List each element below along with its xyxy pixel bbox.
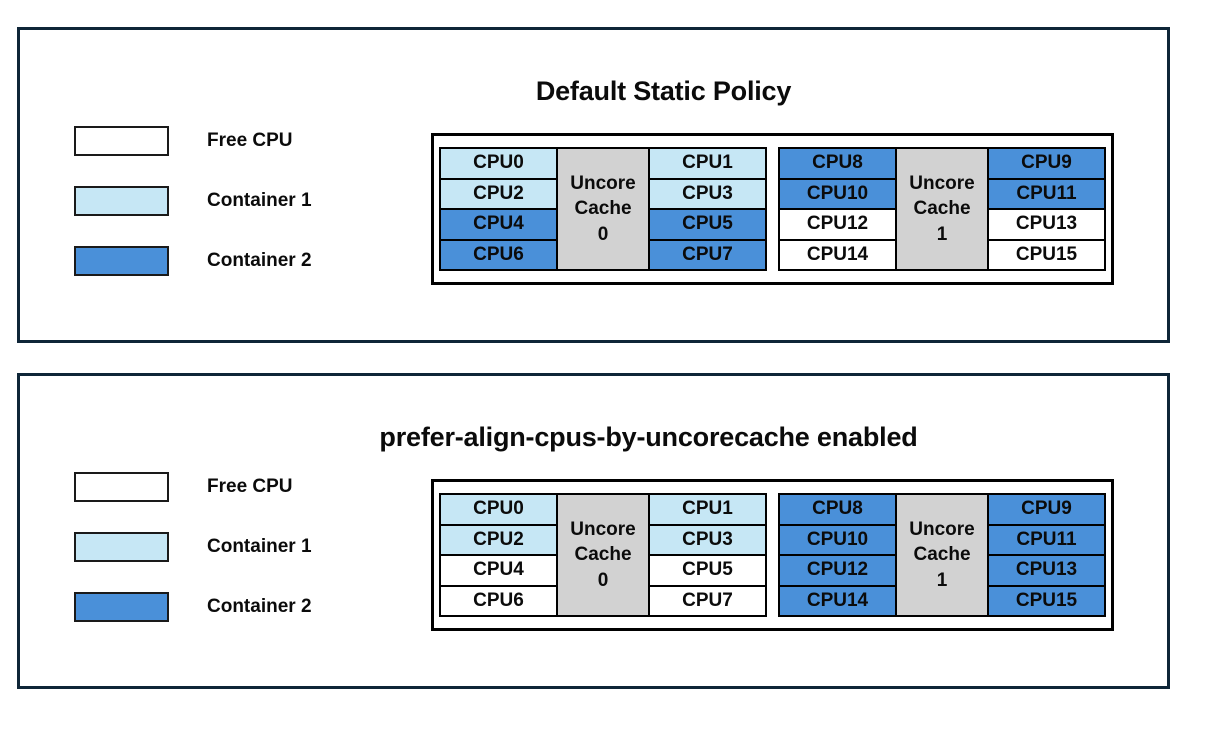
uncore-cache-line-1: Uncore xyxy=(570,173,636,195)
page-title: Default Static Policy xyxy=(535,76,792,106)
cpu-topology-grid: CPU0 CPU2 CPU4 CPU6 Uncore Cache 0 CPU1 … xyxy=(431,133,1114,285)
cpu-cell: CPU5 xyxy=(650,556,765,587)
cpu-cell: CPU3 xyxy=(650,525,765,556)
uncore-cache-index: 1 xyxy=(936,223,948,245)
cpu-cell: CPU8 xyxy=(780,495,895,526)
diagram-panel-default-static-policy: Default Static Policy Free CPU Container… xyxy=(17,27,1170,343)
cpu-cell: CPU1 xyxy=(650,495,765,526)
cpu-cell: CPU14 xyxy=(780,240,895,269)
cpu-cell: CPU3 xyxy=(650,179,765,210)
cpu-cell: CPU2 xyxy=(441,179,556,210)
cpu-column-left: CPU8 CPU10 CPU12 CPU14 xyxy=(780,495,895,615)
cpu-cell: CPU8 xyxy=(780,149,895,180)
cpu-cell: CPU1 xyxy=(650,149,765,180)
legend-swatch-free-cpu xyxy=(74,472,169,502)
cpu-column-left: CPU0 CPU2 CPU4 CPU6 xyxy=(441,149,556,269)
legend-item-free-cpu: Free CPU xyxy=(74,126,312,156)
uncore-cache-line-2: Cache xyxy=(574,544,632,566)
legend-swatch-container-1 xyxy=(74,186,169,216)
uncore-cache-index: 0 xyxy=(597,223,609,245)
uncore-cache-index: 0 xyxy=(597,569,609,591)
cpu-cell: CPU2 xyxy=(441,525,556,556)
cpu-cell: CPU6 xyxy=(441,586,556,615)
legend: Free CPU Container 1 Container 2 xyxy=(74,472,312,622)
legend-label-free-cpu: Free CPU xyxy=(207,130,293,151)
legend-label-container-2: Container 2 xyxy=(207,250,312,271)
cpu-column-right: CPU1 CPU3 CPU5 CPU7 xyxy=(650,149,765,269)
uncore-cache-line-2: Cache xyxy=(574,198,632,220)
uncore-cache-line-2: Cache xyxy=(913,198,971,220)
uncore-cache-block: Uncore Cache 0 xyxy=(556,149,650,269)
cpu-cell: CPU13 xyxy=(989,210,1104,241)
legend-label-container-1: Container 1 xyxy=(207,190,312,211)
page-title: prefer-align-cpus-by-uncorecache enabled xyxy=(379,422,918,452)
uncore-cache-line-1: Uncore xyxy=(909,519,975,541)
cpu-cell: CPU9 xyxy=(989,149,1104,180)
cpu-cell: CPU15 xyxy=(989,240,1104,269)
legend-swatch-container-2 xyxy=(74,592,169,622)
legend-item-container-1: Container 1 xyxy=(74,186,312,216)
cpu-cell: CPU11 xyxy=(989,525,1104,556)
diagram-panel-prefer-align-cpus-by-uncorecache: prefer-align-cpus-by-uncorecache enabled… xyxy=(17,373,1170,689)
cpu-cell: CPU5 xyxy=(650,210,765,241)
uncore-cache-line-1: Uncore xyxy=(909,173,975,195)
cpu-cell: CPU12 xyxy=(780,556,895,587)
cpu-column-right: CPU9 CPU11 CPU13 CPU15 xyxy=(989,495,1104,615)
cpu-cell: CPU7 xyxy=(650,586,765,615)
uncore-cache-line-1: Uncore xyxy=(570,519,636,541)
uncore-cache-line-2: Cache xyxy=(913,544,971,566)
legend-label-free-cpu: Free CPU xyxy=(207,476,293,497)
socket-uncore-cache-1: CPU8 CPU10 CPU12 CPU14 Uncore Cache 1 CP… xyxy=(778,147,1106,271)
legend-item-free-cpu: Free CPU xyxy=(74,472,312,502)
cpu-column-right: CPU9 CPU11 CPU13 CPU15 xyxy=(989,149,1104,269)
cpu-cell: CPU10 xyxy=(780,525,895,556)
cpu-topology-grid: CPU0 CPU2 CPU4 CPU6 Uncore Cache 0 CPU1 … xyxy=(431,479,1114,631)
cpu-cell: CPU11 xyxy=(989,179,1104,210)
cpu-column-left: CPU8 CPU10 CPU12 CPU14 xyxy=(780,149,895,269)
legend-swatch-container-2 xyxy=(74,246,169,276)
cpu-cell: CPU7 xyxy=(650,240,765,269)
cpu-cell: CPU6 xyxy=(441,240,556,269)
cpu-cell: CPU10 xyxy=(780,179,895,210)
uncore-cache-block: Uncore Cache 1 xyxy=(895,149,989,269)
cpu-cell: CPU4 xyxy=(441,210,556,241)
legend-label-container-2: Container 2 xyxy=(207,596,312,617)
legend-item-container-2: Container 2 xyxy=(74,592,312,622)
uncore-cache-block: Uncore Cache 0 xyxy=(556,495,650,615)
cpu-cell: CPU14 xyxy=(780,586,895,615)
uncore-cache-index: 1 xyxy=(936,569,948,591)
cpu-cell: CPU0 xyxy=(441,149,556,180)
socket-uncore-cache-0: CPU0 CPU2 CPU4 CPU6 Uncore Cache 0 CPU1 … xyxy=(439,147,767,271)
cpu-column-right: CPU1 CPU3 CPU5 CPU7 xyxy=(650,495,765,615)
legend-label-container-1: Container 1 xyxy=(207,536,312,557)
legend-item-container-1: Container 1 xyxy=(74,532,312,562)
legend-item-container-2: Container 2 xyxy=(74,246,312,276)
uncore-cache-block: Uncore Cache 1 xyxy=(895,495,989,615)
cpu-cell: CPU9 xyxy=(989,495,1104,526)
legend: Free CPU Container 1 Container 2 xyxy=(74,126,312,276)
legend-swatch-container-1 xyxy=(74,532,169,562)
cpu-cell: CPU0 xyxy=(441,495,556,526)
socket-uncore-cache-0: CPU0 CPU2 CPU4 CPU6 Uncore Cache 0 CPU1 … xyxy=(439,493,767,617)
cpu-cell: CPU12 xyxy=(780,210,895,241)
socket-uncore-cache-1: CPU8 CPU10 CPU12 CPU14 Uncore Cache 1 CP… xyxy=(778,493,1106,617)
cpu-cell: CPU4 xyxy=(441,556,556,587)
cpu-cell: CPU13 xyxy=(989,556,1104,587)
cpu-cell: CPU15 xyxy=(989,586,1104,615)
cpu-column-left: CPU0 CPU2 CPU4 CPU6 xyxy=(441,495,556,615)
legend-swatch-free-cpu xyxy=(74,126,169,156)
